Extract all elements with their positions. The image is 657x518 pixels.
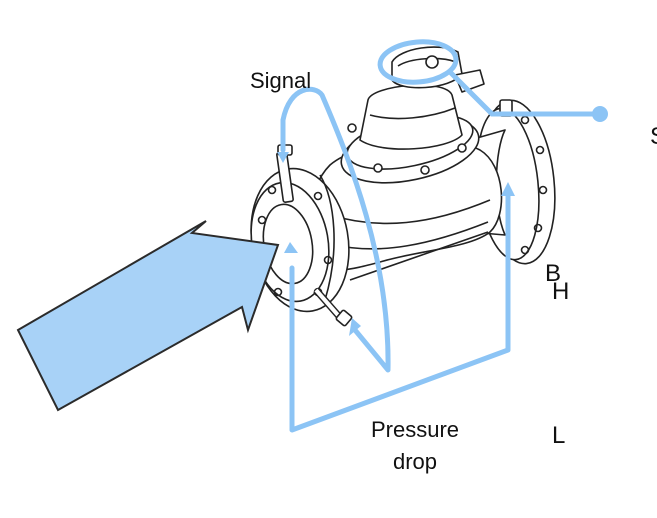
callout-pointer <box>377 39 600 117</box>
flow-direction-arrow <box>16 220 280 412</box>
dimension-label-b: B <box>545 260 562 287</box>
signal-label: Signal <box>250 68 312 93</box>
dimension-label-s: S <box>650 124 657 150</box>
callout-dot <box>592 106 608 122</box>
dimension-label-h: H <box>552 278 570 305</box>
signal-tubing <box>280 86 391 373</box>
pressure-drop-label-line2: drop <box>392 449 438 474</box>
dimension-label-l: L <box>552 422 566 449</box>
pressure-drop-label: Pressure drop <box>360 414 470 478</box>
valve-body <box>250 46 556 327</box>
pressure-drop-label-line1: Pressure <box>370 417 460 442</box>
pressure-drop-path <box>280 86 511 433</box>
